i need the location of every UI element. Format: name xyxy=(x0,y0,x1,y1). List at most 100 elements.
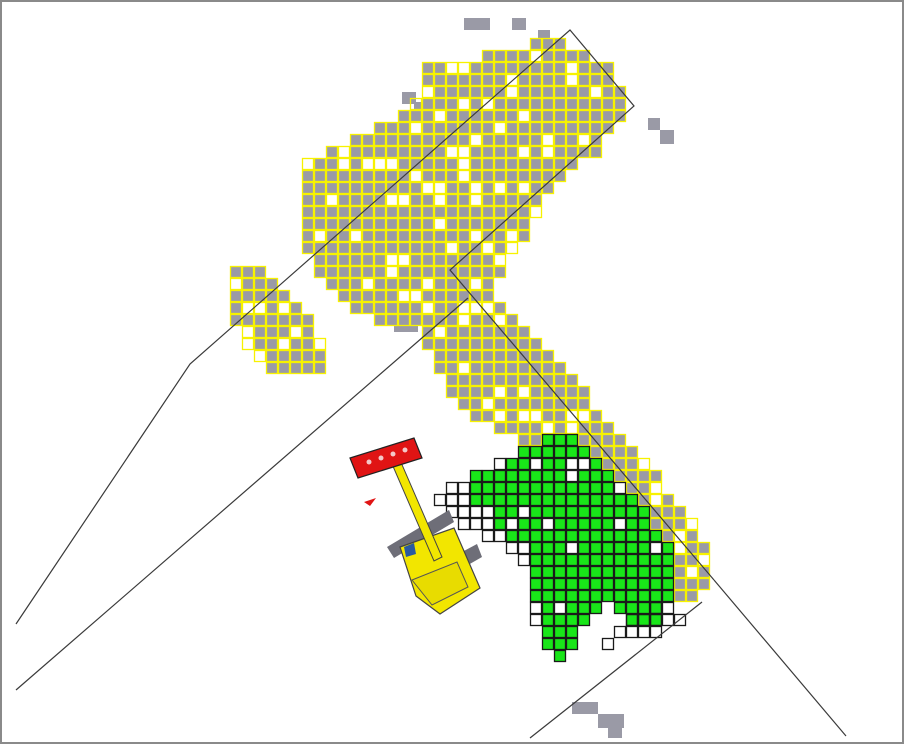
grid-cell-outline xyxy=(469,481,483,495)
grid-cell-outline xyxy=(577,469,591,483)
yellow-grid-cell xyxy=(409,277,423,291)
yellow-grid-cell xyxy=(517,145,531,159)
obstacle-cell xyxy=(386,242,398,254)
green-cell xyxy=(542,542,554,554)
yellow-grid-cell xyxy=(433,121,447,135)
obstacle-cell xyxy=(470,98,482,110)
yellow-grid-cell xyxy=(385,169,399,183)
yellow-grid-cell xyxy=(601,457,615,471)
yellow-grid-cell xyxy=(565,85,579,99)
yellow-grid-cell xyxy=(229,277,243,291)
green-cell xyxy=(482,494,494,506)
yellow-grid-cell xyxy=(469,193,483,207)
obstacle-cell xyxy=(254,314,266,326)
yellow-grid-cell xyxy=(337,241,351,255)
yellow-grid-cell xyxy=(289,325,303,339)
green-cell xyxy=(602,542,614,554)
yellow-grid-cell xyxy=(457,97,471,111)
yellow-grid-cell xyxy=(505,409,519,423)
yellow-grid-cell xyxy=(649,517,663,531)
obstacle-cell xyxy=(578,50,590,62)
obstacle-cell xyxy=(434,206,446,218)
yellow-grid-cell xyxy=(457,277,471,291)
obstacle-cell xyxy=(518,206,530,218)
green-cell xyxy=(626,602,638,614)
yellow-grid-cell xyxy=(457,385,471,399)
obstacle-cell xyxy=(530,422,542,434)
yellow-grid-cell xyxy=(601,421,615,435)
yellow-grid-cell xyxy=(649,469,663,483)
grid-cell-outline xyxy=(553,481,567,495)
green-cell xyxy=(578,482,590,494)
obstacle-cell xyxy=(362,266,374,278)
obstacle-cell xyxy=(578,62,590,74)
obstacle-cell xyxy=(554,50,566,62)
obstacle-cell xyxy=(626,482,638,494)
yellow-grid-cell xyxy=(457,241,471,255)
yellow-grid-cell xyxy=(589,445,603,459)
grid-cell-outline xyxy=(589,469,603,483)
green-cell xyxy=(662,566,674,578)
yellow-grid-cell xyxy=(541,61,555,75)
yellow-grid-cell xyxy=(469,337,483,351)
obstacle-cell xyxy=(314,362,326,374)
grid-cell-outline xyxy=(505,529,519,543)
obstacle-cell xyxy=(698,566,710,578)
yellow-grid-cell xyxy=(229,301,243,315)
green-cell xyxy=(578,602,590,614)
yellow-grid-cell xyxy=(409,169,423,183)
yellow-grid-cell xyxy=(493,217,507,231)
obstacle-cell xyxy=(458,374,470,386)
yellow-grid-cell xyxy=(565,385,579,399)
green-cell xyxy=(542,458,554,470)
grid-cell-outline xyxy=(529,565,543,579)
obstacle-cell xyxy=(398,182,410,194)
obstacle-cell xyxy=(434,134,446,146)
green-cell xyxy=(650,602,662,614)
grid-cell-outline xyxy=(517,445,531,459)
yellow-grid-cell xyxy=(385,241,399,255)
obstacle-cell xyxy=(458,122,470,134)
obstacle-cell xyxy=(338,266,350,278)
obstacle-cell xyxy=(614,470,626,482)
obstacle-cell xyxy=(482,146,494,158)
green-cell xyxy=(530,590,542,602)
obstacle-cell xyxy=(326,218,338,230)
yellow-grid-cell xyxy=(373,229,387,243)
green-cell xyxy=(614,494,626,506)
obstacle-cell xyxy=(302,314,314,326)
obstacle-cell xyxy=(542,158,554,170)
yellow-grid-cell xyxy=(313,349,327,363)
yellow-grid-cell xyxy=(445,145,459,159)
obstacle-cell xyxy=(386,302,398,314)
excavator-icon[interactable] xyxy=(349,437,482,615)
yellow-grid-cell xyxy=(421,61,435,75)
yellow-grid-cell xyxy=(385,277,399,291)
uncovered-cell xyxy=(661,613,675,627)
yellow-grid-cell xyxy=(505,217,519,231)
yellow-grid-cell xyxy=(433,337,447,351)
obstacle-cell xyxy=(470,326,482,338)
yellow-grid-cell xyxy=(541,133,555,147)
obstacle-cell xyxy=(374,122,386,134)
obstacle-cell xyxy=(410,218,422,230)
yellow-grid-cell xyxy=(541,169,555,183)
obstacle-cell xyxy=(566,86,578,98)
yellow-grid-cell xyxy=(457,109,471,123)
yellow-grid-cell xyxy=(361,289,375,303)
obstacle-cell xyxy=(434,338,446,350)
yellow-grid-cell xyxy=(493,49,507,63)
grid-cell-outline xyxy=(505,469,519,483)
obstacle-cell xyxy=(482,194,494,206)
obstacle-cell xyxy=(410,146,422,158)
obstacle-cell xyxy=(350,254,362,266)
obstacle-cell xyxy=(542,74,554,86)
yellow-grid-cell xyxy=(337,205,351,219)
grid-cell-outline xyxy=(577,541,591,555)
obstacle-cell xyxy=(242,266,254,278)
green-cell xyxy=(530,566,542,578)
grid-cell-outline xyxy=(649,565,663,579)
green-cell xyxy=(542,530,554,542)
